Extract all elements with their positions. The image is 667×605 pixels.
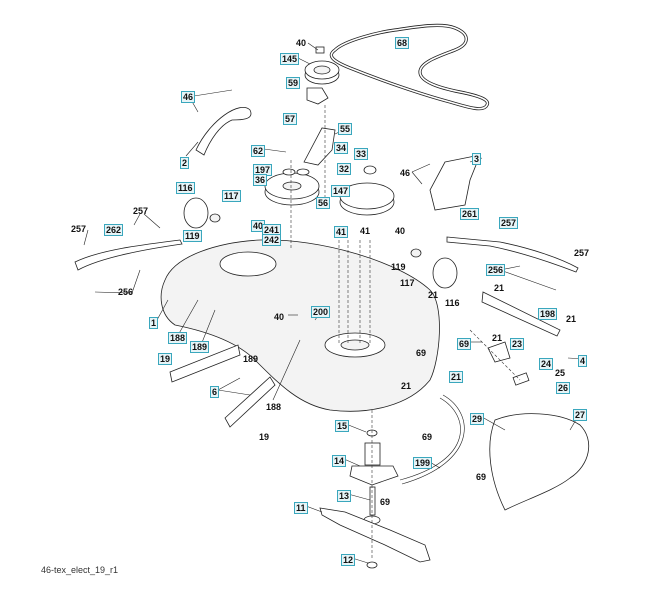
part-callout-68[interactable]: 68 [395, 37, 410, 49]
deflector-rod-199 [399, 394, 465, 485]
part-callout-188[interactable]: 188 [168, 332, 188, 344]
part-callout-200[interactable]: 200 [311, 306, 331, 318]
part-callout-261[interactable]: 261 [460, 208, 480, 220]
stabilizer-bar-262 [74, 239, 183, 271]
part-callout-189[interactable]: 189 [190, 341, 210, 353]
part-callout-46: 46 [400, 168, 411, 178]
part-callout-1[interactable]: 1 [149, 317, 159, 329]
blade-spindle-14 [349, 429, 399, 486]
part-callout-23[interactable]: 23 [510, 338, 525, 350]
part-callout-116[interactable]: 116 [176, 182, 195, 194]
part-callout-197[interactable]: 197 [253, 164, 273, 176]
part-callout-2[interactable]: 2 [180, 157, 190, 169]
diagram-caption: 46-tex_elect_19_r1 [41, 565, 119, 575]
gauge-wheel-right [410, 248, 458, 289]
part-callout-3[interactable]: 3 [472, 153, 482, 165]
part-callout-36[interactable]: 36 [253, 174, 268, 186]
part-callout-257: 257 [71, 224, 87, 234]
part-callout-189: 189 [243, 354, 259, 364]
part-callout-34[interactable]: 34 [334, 142, 349, 154]
part-callout-29[interactable]: 29 [470, 413, 485, 425]
part-callout-4[interactable]: 4 [578, 355, 588, 367]
idler-pulley-145 [304, 46, 340, 105]
part-callout-69[interactable]: 69 [457, 338, 472, 350]
part-callout-117: 117 [400, 278, 415, 288]
drive-belt [329, 23, 490, 111]
part-callout-46[interactable]: 46 [181, 91, 196, 103]
part-callout-40: 40 [274, 312, 285, 322]
part-callout-14[interactable]: 14 [332, 455, 347, 467]
bracket-198 [481, 291, 561, 337]
mower-blade-11 [319, 507, 431, 563]
part-callout-198[interactable]: 198 [538, 308, 558, 320]
deck-pulley-36 [264, 168, 320, 206]
part-callout-69: 69 [476, 472, 487, 482]
part-callout-256[interactable]: 256 [486, 264, 506, 276]
part-callout-19: 19 [259, 432, 270, 442]
part-callout-21: 21 [401, 381, 412, 391]
gauge-wheel-left [183, 197, 221, 229]
part-callout-40: 40 [296, 38, 307, 48]
part-callout-55[interactable]: 55 [338, 123, 353, 135]
deck-pulley-32 [339, 165, 395, 216]
part-callout-188: 188 [266, 402, 282, 412]
belt-guard-2 [195, 107, 252, 156]
part-callout-241[interactable]: 241 [262, 224, 282, 236]
part-callout-57[interactable]: 57 [283, 113, 298, 125]
part-callout-19[interactable]: 19 [158, 353, 173, 365]
part-callout-21: 21 [494, 283, 505, 293]
part-callout-116: 116 [445, 298, 460, 308]
part-callout-257[interactable]: 257 [499, 217, 519, 229]
part-callout-12[interactable]: 12 [341, 554, 356, 566]
part-callout-21: 21 [492, 333, 503, 343]
part-callout-69: 69 [422, 432, 433, 442]
part-callout-15[interactable]: 15 [335, 420, 350, 432]
part-callout-62[interactable]: 62 [251, 145, 266, 157]
part-callout-117[interactable]: 117 [222, 190, 241, 202]
part-callout-69: 69 [416, 348, 427, 358]
assembly-axes [290, 160, 521, 560]
part-callout-40: 40 [395, 226, 406, 236]
stabilizer-bar-261 [446, 236, 579, 273]
discharge-chute-27 [489, 413, 589, 511]
part-callout-41[interactable]: 41 [334, 226, 349, 238]
idler-arm-55 [303, 105, 336, 200]
part-callout-257: 257 [133, 206, 149, 216]
part-callout-199[interactable]: 199 [413, 457, 433, 469]
part-callout-21[interactable]: 21 [449, 371, 464, 383]
part-callout-27[interactable]: 27 [573, 409, 588, 421]
part-callout-32[interactable]: 32 [337, 163, 352, 175]
part-callout-145[interactable]: 145 [280, 53, 300, 65]
part-callout-256: 256 [118, 287, 134, 297]
part-callout-119: 119 [391, 262, 406, 272]
lift-arm-6 [169, 344, 276, 428]
part-callout-25: 25 [555, 368, 566, 378]
part-callout-33[interactable]: 33 [354, 148, 369, 160]
part-callout-262[interactable]: 262 [104, 224, 124, 236]
part-callout-119[interactable]: 119 [183, 230, 202, 242]
part-callout-59[interactable]: 59 [286, 77, 301, 89]
part-callout-21: 21 [566, 314, 577, 324]
part-callout-24[interactable]: 24 [539, 358, 554, 370]
part-callout-69: 69 [380, 497, 391, 507]
part-callout-6[interactable]: 6 [210, 386, 220, 398]
part-callout-26[interactable]: 26 [556, 382, 571, 394]
part-callout-257: 257 [574, 248, 590, 258]
blade-bolt-12 [366, 561, 378, 569]
part-callout-242[interactable]: 242 [262, 234, 282, 246]
leader-lines [83, 42, 587, 564]
part-callout-147[interactable]: 147 [331, 185, 351, 197]
part-callout-11[interactable]: 11 [294, 502, 308, 514]
part-callout-13[interactable]: 13 [337, 490, 352, 502]
spring-assembly [487, 341, 530, 386]
part-callout-21: 21 [428, 290, 439, 300]
part-callout-41: 41 [360, 226, 371, 236]
part-callout-56[interactable]: 56 [316, 197, 331, 209]
